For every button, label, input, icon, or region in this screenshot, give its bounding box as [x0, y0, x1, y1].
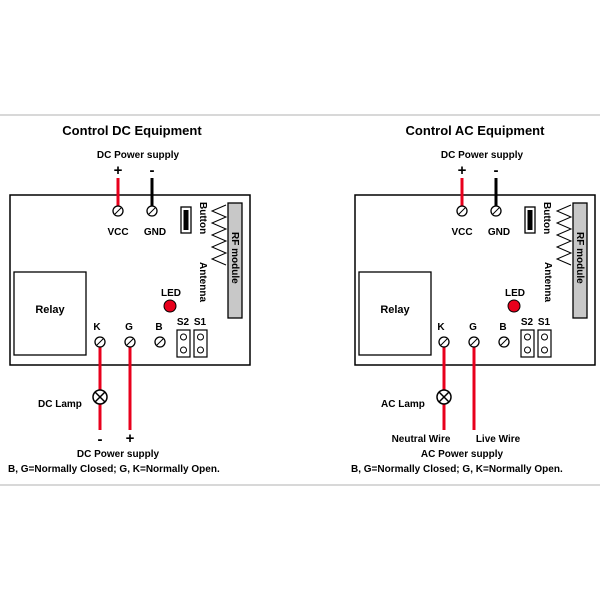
right-panel-ac: Control AC Equipment DC Power supply + -…	[351, 123, 596, 475]
right-antenna-coil	[555, 204, 573, 266]
left-led-icon	[163, 299, 177, 313]
left-title: Control DC Equipment	[62, 123, 202, 138]
left-button-label: Button	[197, 202, 208, 234]
right-antenna-label: Antenna	[542, 262, 553, 302]
right-vcc-label: VCC	[451, 227, 472, 238]
left-terminal-b-label: B	[155, 322, 162, 333]
right-rf-module	[572, 202, 588, 319]
right-lamp-label: AC Lamp	[381, 399, 425, 410]
left-bottom-supply-label: DC Power supply	[77, 449, 160, 460]
right-rf-module-label: RF module	[574, 232, 585, 284]
left-vcc-terminal	[112, 205, 124, 217]
left-vcc-label: VCC	[107, 227, 128, 238]
left-s2-jumper	[176, 329, 191, 358]
left-switch-s2-label: S2	[177, 317, 190, 328]
left-relay-label: Relay	[35, 304, 65, 316]
left-led-label: LED	[161, 288, 181, 299]
left-lamp-label: DC Lamp	[38, 399, 82, 410]
right-switch-s1-label: S1	[538, 317, 551, 328]
left-terminal-g-label: G	[125, 322, 133, 333]
right-top-supply-label: DC Power supply	[441, 150, 524, 161]
left-antenna-coil	[210, 204, 228, 266]
right-minus-sign: -	[494, 162, 499, 179]
left-lamp-icon	[92, 389, 108, 405]
right-relay-label: Relay	[380, 304, 410, 316]
right-title: Control AC Equipment	[406, 123, 546, 138]
left-footnote: B, G=Normally Closed; G, K=Normally Open…	[8, 464, 220, 475]
right-terminal-b-label: B	[499, 322, 506, 333]
right-terminal-g-label: G	[469, 322, 477, 333]
left-bottom-plus: +	[126, 430, 135, 447]
right-terminal-k-label: K	[437, 322, 445, 333]
right-push-button	[524, 206, 536, 234]
left-b-terminal	[154, 336, 166, 348]
left-switch-s1-label: S1	[194, 317, 207, 328]
right-lamp-icon	[436, 389, 452, 405]
left-push-button	[180, 206, 192, 234]
right-led-label: LED	[505, 288, 525, 299]
left-minus-sign: -	[150, 162, 155, 179]
right-button-label: Button	[541, 202, 552, 234]
right-neutral-wire-label: Neutral Wire	[392, 434, 451, 445]
right-gnd-label: GND	[488, 227, 510, 238]
left-rf-module-label: RF module	[229, 232, 240, 284]
right-relay	[358, 271, 432, 356]
left-k-terminal	[94, 336, 106, 348]
right-b-terminal	[498, 336, 510, 348]
left-bottom-minus: -	[98, 431, 103, 448]
left-top-supply-label: DC Power supply	[97, 150, 180, 161]
left-gnd-terminal	[146, 205, 158, 217]
right-k-terminal	[438, 336, 450, 348]
right-switch-s2-label: S2	[521, 317, 534, 328]
left-antenna-label: Antenna	[197, 262, 208, 302]
left-plus-sign: +	[114, 162, 123, 179]
right-s1-jumper	[537, 329, 552, 358]
left-g-terminal	[124, 336, 136, 348]
right-footnote: B, G=Normally Closed; G, K=Normally Open…	[351, 464, 563, 475]
left-gnd-label: GND	[144, 227, 166, 238]
left-relay	[13, 271, 87, 356]
left-panel-dc: Control DC Equipment DC Power supply + -…	[8, 123, 251, 475]
left-s1-jumper	[193, 329, 208, 358]
right-led-icon	[507, 299, 521, 313]
right-bottom-supply-label: AC Power supply	[421, 449, 504, 460]
right-vcc-terminal	[456, 205, 468, 217]
right-g-terminal	[468, 336, 480, 348]
right-plus-sign: +	[458, 162, 467, 179]
left-terminal-k-label: K	[93, 322, 101, 333]
left-rf-module	[227, 202, 243, 319]
right-s2-jumper	[520, 329, 535, 358]
right-live-wire-label: Live Wire	[476, 434, 521, 445]
right-gnd-terminal	[490, 205, 502, 217]
